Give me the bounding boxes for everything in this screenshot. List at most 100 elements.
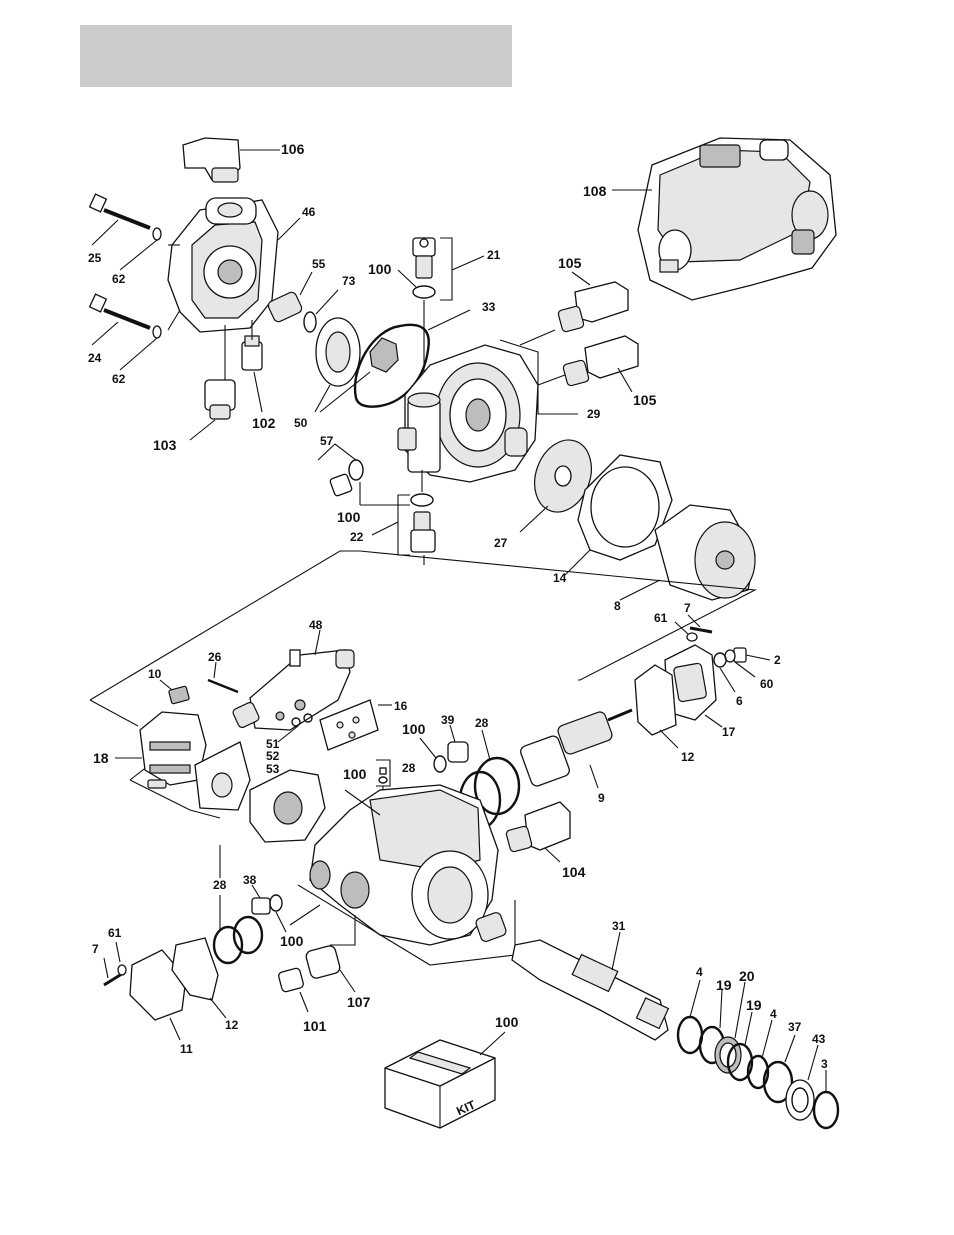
cylinder-block-8[interactable] <box>655 505 755 600</box>
callout-102: 102 <box>252 415 276 431</box>
washer-62a[interactable] <box>153 228 161 240</box>
callout-21: 21 <box>487 248 501 262</box>
drive-shaft-31[interactable] <box>512 940 668 1040</box>
callout-19a: 19 <box>716 977 732 993</box>
nut-2[interactable] <box>734 648 746 662</box>
callout-16: 16 <box>394 699 408 713</box>
callout-53: 53 <box>266 762 280 776</box>
kit-box[interactable]: KIT <box>385 1040 495 1128</box>
end-cover-46[interactable] <box>168 198 278 332</box>
gasket-14[interactable] <box>578 455 672 560</box>
o-ring-28c[interactable] <box>214 927 242 963</box>
pump-assembly-108[interactable] <box>638 138 836 300</box>
callout-105b: 105 <box>633 392 657 408</box>
callout-17: 17 <box>722 725 736 739</box>
callout-12a: 12 <box>681 750 695 764</box>
callout-107: 107 <box>347 994 371 1010</box>
callout-6: 6 <box>736 694 743 708</box>
gasket-12a[interactable] <box>635 665 676 735</box>
callout-14: 14 <box>553 571 567 585</box>
washer-61a[interactable] <box>687 633 697 641</box>
callout-28c: 28 <box>213 878 227 892</box>
callout-8: 8 <box>614 599 621 613</box>
check-valve-21[interactable] <box>413 238 435 278</box>
retaining-ring-3[interactable] <box>814 1092 838 1128</box>
callout-4a: 4 <box>696 965 703 979</box>
callout-33: 33 <box>482 300 496 314</box>
seal-6[interactable] <box>714 653 726 667</box>
gasket-16[interactable] <box>320 700 378 750</box>
callout-57: 57 <box>320 434 334 448</box>
plug-38[interactable] <box>252 898 270 914</box>
servo-piston-9[interactable] <box>519 710 632 788</box>
relief-valve-105a[interactable] <box>558 282 628 332</box>
seal-carrier-43[interactable] <box>786 1080 814 1120</box>
o-ring-100d[interactable] <box>434 756 446 772</box>
main-housing[interactable] <box>310 785 498 945</box>
callout-7b: 7 <box>92 942 99 956</box>
fitting-102[interactable] <box>242 336 262 370</box>
callout-9: 9 <box>598 791 605 805</box>
o-ring-28c-2[interactable] <box>234 917 262 953</box>
callout-22: 22 <box>350 530 364 544</box>
relief-valve-105b[interactable] <box>563 336 638 386</box>
callout-19b: 19 <box>746 997 762 1013</box>
elbow-fitting-106[interactable] <box>183 138 240 182</box>
callout-62a: 62 <box>112 272 126 286</box>
pressure-valve-104[interactable] <box>506 802 570 852</box>
o-ring-28b[interactable] <box>379 777 387 783</box>
fitting-101[interactable] <box>278 967 304 992</box>
callout-25: 25 <box>88 251 102 265</box>
fitting-103[interactable] <box>205 380 235 419</box>
snap-ring-73[interactable] <box>304 312 316 332</box>
callout-61b: 61 <box>108 926 122 940</box>
charge-pump-housing[interactable] <box>250 770 325 842</box>
washer-62b[interactable] <box>153 326 161 338</box>
callout-73: 73 <box>342 274 356 288</box>
snap-ring-4a[interactable] <box>678 1017 702 1053</box>
plug-10[interactable] <box>168 686 189 704</box>
port-housing-29[interactable] <box>398 345 538 482</box>
callout-101: 101 <box>303 1018 327 1034</box>
orifice-100[interactable] <box>380 768 386 774</box>
callout-55: 55 <box>312 257 326 271</box>
callout-4b: 4 <box>770 1007 777 1021</box>
callout-29: 29 <box>587 407 601 421</box>
callout-24: 24 <box>88 351 102 365</box>
bolt-24[interactable] <box>90 294 150 328</box>
inner-rotor-50[interactable] <box>370 338 398 372</box>
gerotor-50[interactable] <box>316 318 360 386</box>
callout-27: 27 <box>494 536 508 550</box>
callout-20: 20 <box>739 968 755 984</box>
callout-2: 2 <box>774 653 781 667</box>
callout-28a: 28 <box>475 716 489 730</box>
callout-100b: 100 <box>337 509 361 525</box>
pin[interactable] <box>148 780 166 788</box>
plug-39[interactable] <box>448 742 468 762</box>
washer-61b[interactable] <box>118 965 126 975</box>
callout-103: 103 <box>153 437 177 453</box>
o-ring-100e[interactable] <box>270 895 282 911</box>
callout-108: 108 <box>583 183 607 199</box>
o-ring-100c[interactable] <box>411 494 433 506</box>
callout-28b: 28 <box>402 761 416 775</box>
callout-105a: 105 <box>558 255 582 271</box>
callout-104: 104 <box>562 864 586 880</box>
plug-57[interactable] <box>329 473 352 496</box>
callout-18: 18 <box>93 750 109 766</box>
o-ring-100b[interactable] <box>349 460 363 480</box>
o-ring-100a[interactable] <box>413 286 435 298</box>
callout-39: 39 <box>441 713 455 727</box>
callout-61a: 61 <box>654 611 668 625</box>
callout-100a: 100 <box>368 261 392 277</box>
fitting-107[interactable] <box>305 945 341 980</box>
callout-100d: 100 <box>343 766 367 782</box>
callout-50: 50 <box>294 416 308 430</box>
bolt-25[interactable] <box>90 194 150 228</box>
callout-31: 31 <box>612 919 626 933</box>
callout-52: 52 <box>266 749 280 763</box>
callout-12b: 12 <box>225 1018 239 1032</box>
callout-100c: 100 <box>402 721 426 737</box>
check-valve-22[interactable] <box>411 512 435 552</box>
